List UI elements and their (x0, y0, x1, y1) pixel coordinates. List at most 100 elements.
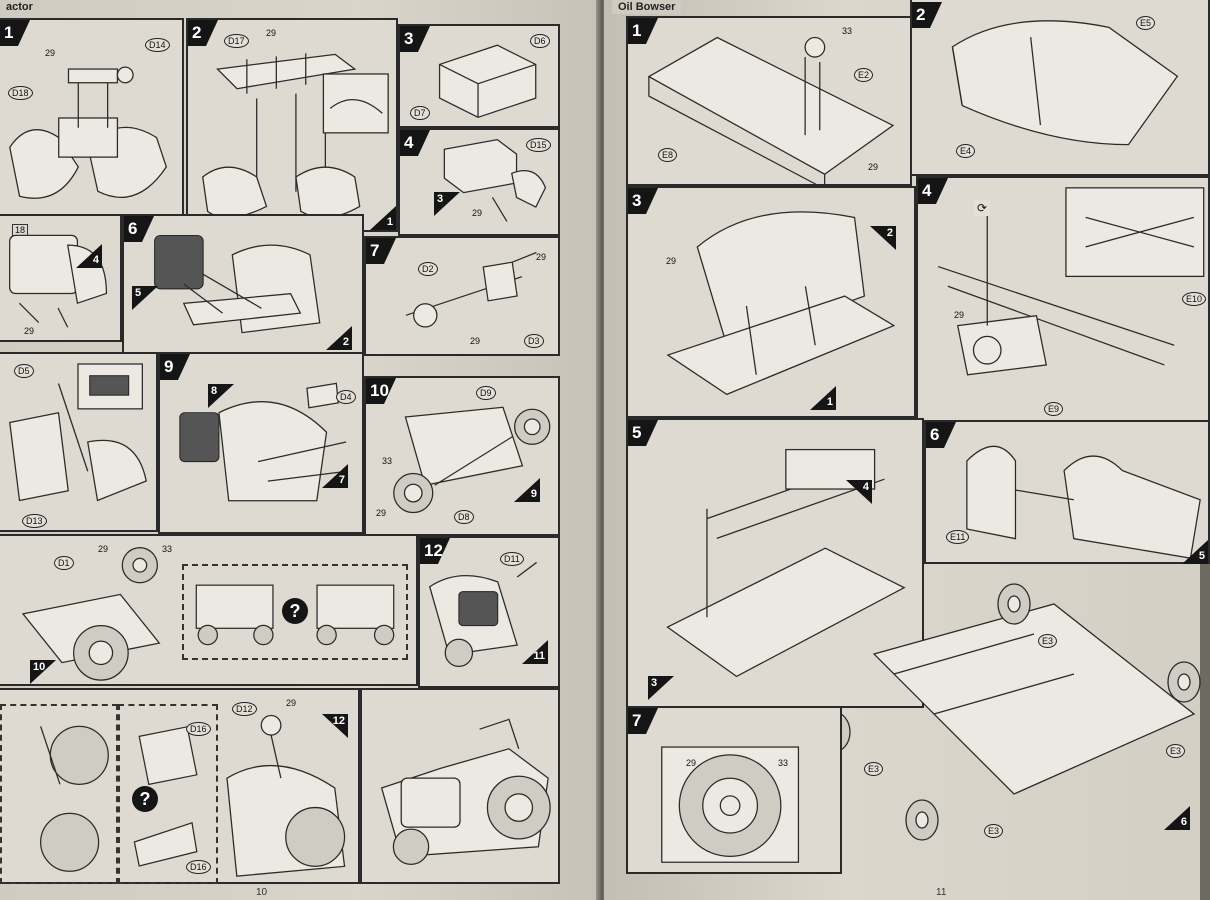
left-page-header: actor (0, 0, 39, 14)
part-label: D9 (476, 386, 496, 400)
right-page: Oil Bowser 1 33 E2 E8 29 2 E5 E4 3 29 (604, 0, 1210, 900)
tank-halves-drawing (951, 20, 1179, 146)
part-label: D16 (186, 860, 211, 874)
part-label: 29 (868, 162, 879, 172)
step-panel-4: 4 D15 29 3 (398, 128, 560, 236)
step-panel-r5: 5 4 3 (626, 418, 924, 708)
alternative-options-box: ? (118, 704, 218, 884)
part-label: E10 (1182, 292, 1207, 306)
tank-on-base-drawing (666, 211, 896, 396)
step-panel-11: D1 29 33 10 ? (0, 534, 418, 686)
step-panel-r7: 7 29 33 (626, 706, 842, 874)
part-label: D15 (526, 138, 551, 152)
question-mark-icon: ? (282, 598, 308, 624)
step-panel-10: 10 D9 33 29 D8 9 (364, 376, 560, 536)
seat-and-steering-drawing (226, 714, 346, 877)
engine-block-drawing (438, 44, 537, 119)
part-label: E3 (864, 762, 884, 776)
wheel-option-drawings (195, 584, 395, 646)
part-label: D6 (530, 34, 550, 48)
radiator-grille-drawing (428, 561, 537, 668)
step-panel-6: 6 5 2 (122, 214, 364, 354)
part-label: D2 (418, 262, 438, 276)
part-label: 33 (382, 456, 393, 466)
alternative-options-box: ? (182, 564, 408, 660)
engine-cover-drawing (443, 138, 547, 222)
step-panel-r6: 6 E11 5 (924, 420, 1210, 564)
chassis-frame-drawing (202, 53, 389, 219)
part-label: 29 (266, 28, 277, 38)
part-label: 29 (286, 698, 297, 708)
part-label: D7 (410, 106, 430, 120)
part-label: 29 (536, 252, 547, 262)
part-label: 33 (162, 544, 173, 554)
part-label: D5 (14, 364, 34, 378)
part-label: E3 (1166, 744, 1186, 758)
step-panel-1: 1 D14 29 D18 (0, 18, 184, 216)
part-label: 29 (98, 544, 109, 554)
finished-tractor-panel (360, 688, 560, 884)
part-label: E4 (956, 144, 976, 158)
part-label: D13 (22, 514, 47, 528)
part-label: 33 (778, 758, 789, 768)
step-panel-8: D5 D13 (0, 352, 158, 532)
right-page-header: Oil Bowser (612, 0, 682, 14)
alternative-options-box (0, 704, 118, 884)
left-page: actor 1 D14 29 D18 2 D17 29 1 (0, 0, 600, 900)
page-number: 10 (256, 887, 268, 898)
rear-wheel-install-drawing (21, 547, 161, 681)
part-label: 29 (470, 336, 481, 346)
step-panel-13: ? D16 D16 D12 29 12 (0, 688, 360, 884)
step-panel-5: 18 29 4 (0, 214, 122, 342)
wheel-hub-detail-drawing (661, 746, 800, 863)
step-panel-r2: 2 E5 E4 (910, 0, 1210, 176)
part-label: 29 (686, 758, 697, 768)
part-label: E11 (946, 530, 970, 544)
part-label: E9 (1044, 402, 1064, 416)
step-panel-r1: 1 33 E2 E8 29 (626, 16, 912, 190)
step-panel-2: 2 D17 29 1 (186, 18, 398, 232)
rear-panel-drawing (966, 445, 1201, 559)
part-label: 29 (954, 310, 965, 320)
part-label: D11 (500, 552, 524, 566)
step-panel-7: 7 D2 29 29 D3 (364, 236, 560, 356)
mudguard-bracket-drawings (133, 726, 198, 867)
part-label: D8 (454, 510, 474, 524)
step-panel-r3: 3 29 2 1 (626, 186, 916, 418)
part-label: D14 (145, 38, 170, 52)
part-label: 29 (376, 508, 387, 518)
part-label: E3 (1038, 634, 1058, 648)
part-label: 29 (666, 256, 677, 266)
step-panel-12: 12 D11 11 (418, 536, 560, 688)
part-label: D1 (54, 556, 74, 570)
part-label: 29 (472, 208, 483, 218)
mudguard-option-drawings (40, 725, 109, 872)
page-number: 11 (936, 887, 947, 898)
tank-base-drawing (647, 36, 895, 190)
question-mark-icon: ? (132, 786, 158, 812)
part-label: E3 (984, 824, 1004, 838)
chassis-and-turntable-drawing (937, 187, 1205, 376)
part-label: 29 (45, 48, 56, 58)
part-label: 18 (12, 224, 29, 236)
step-panel-9: 9 8 D4 7 (158, 352, 364, 534)
bowser-wheels-drawing (817, 583, 1201, 841)
part-label: E8 (658, 148, 678, 162)
part-label: D12 (232, 702, 257, 716)
wheel-arch-assembly-drawing (9, 66, 168, 199)
part-label: E5 (1136, 16, 1156, 30)
front-axle-drawing (179, 382, 347, 502)
part-label: D17 (224, 34, 249, 48)
front-panel-drawing (9, 363, 147, 502)
part-label: 33 (842, 26, 853, 36)
part-label: E2 (854, 68, 874, 82)
part-label: D18 (8, 86, 33, 100)
wheel-install-panel: E3 E3 E3 E3 6 (817, 564, 1210, 874)
front-wheel-install-drawing (393, 406, 551, 514)
step-panel-3: 3 D6 D7 (398, 24, 560, 128)
steering-linkage-drawing (405, 251, 537, 328)
step-panel-r4: 4 ⟳ 29 E10 E9 (916, 176, 1210, 424)
finished-tractor-drawing (380, 718, 551, 866)
engine-install-drawing (154, 234, 321, 334)
part-label: D3 (524, 334, 544, 348)
